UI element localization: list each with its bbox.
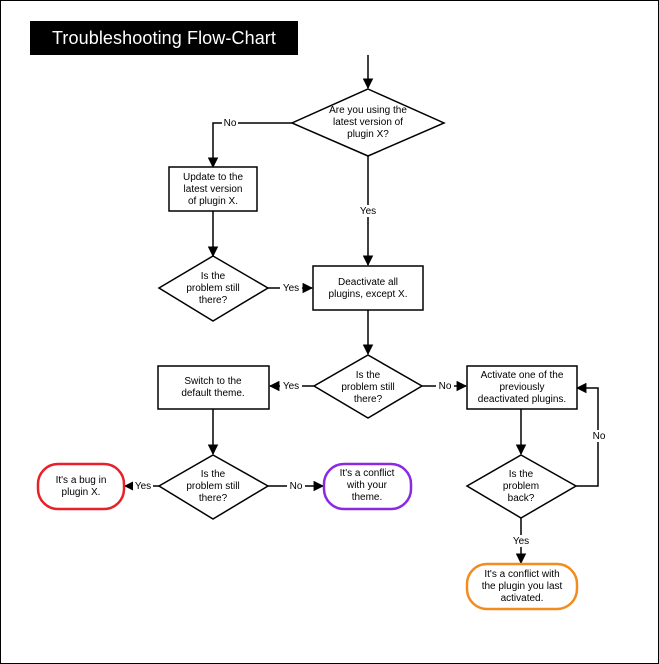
node-text-line: there?: [199, 493, 228, 504]
node-text-line: Activate one of the: [481, 370, 564, 381]
edge-label-yes: Yes: [135, 481, 151, 492]
edge-label-no: No: [224, 118, 237, 129]
node-text-line: deactivated plugins.: [478, 394, 566, 405]
node-text-line: problem still: [341, 382, 394, 393]
node-text-line: latest version of: [333, 117, 403, 128]
edge-label-no: No: [290, 481, 303, 492]
node-text-line: Deactivate all: [338, 277, 398, 288]
edge-label-yes: Yes: [513, 536, 529, 547]
node-text-line: of plugin X.: [188, 196, 238, 207]
node-text-line: Is the: [201, 469, 226, 480]
node-text-line: Is the: [356, 370, 381, 381]
node-text-line: Is the: [509, 469, 534, 480]
node-text-line: there?: [199, 295, 228, 306]
node-text-line: problem still: [186, 481, 239, 492]
node-text-line: problem still: [186, 283, 239, 294]
node-text-line: activated.: [501, 593, 544, 604]
node-text-line: It's a conflict with: [484, 569, 559, 580]
edge-label-yes: Yes: [283, 283, 299, 294]
node-text-line: with your: [346, 480, 388, 491]
node-text-line: Is the: [201, 271, 226, 282]
node-text-line: there?: [354, 394, 383, 405]
node-text-line: the plugin you last: [482, 581, 563, 592]
diagram-title: Troubleshooting Flow-Chart: [30, 21, 298, 55]
edge-label-no: No: [593, 431, 606, 442]
node-text-line: Update to the: [183, 172, 243, 183]
node-text-line: back?: [508, 493, 535, 504]
node-text-line: plugin X?: [347, 129, 389, 140]
node-text-line: Switch to the: [184, 376, 242, 387]
node-text-line: default theme.: [181, 388, 244, 399]
node-text-line: previously: [499, 382, 544, 393]
node-text-line: theme.: [352, 492, 383, 503]
node-text-line: plugin X.: [62, 487, 101, 498]
node-text-line: It's a conflict: [340, 468, 395, 479]
edge-label-yes: Yes: [283, 381, 299, 392]
node-text-line: latest version: [184, 184, 243, 195]
node-text-line: plugins, except X.: [329, 289, 408, 300]
connector-latest-no: [207, 122, 292, 169]
edge-label-yes: Yes: [360, 206, 376, 217]
node-text-line: problem: [503, 481, 539, 492]
node-text-line: It's a bug in: [56, 475, 107, 486]
edge-label-no: No: [439, 381, 452, 392]
node-text-line: Are you using the: [329, 105, 407, 116]
